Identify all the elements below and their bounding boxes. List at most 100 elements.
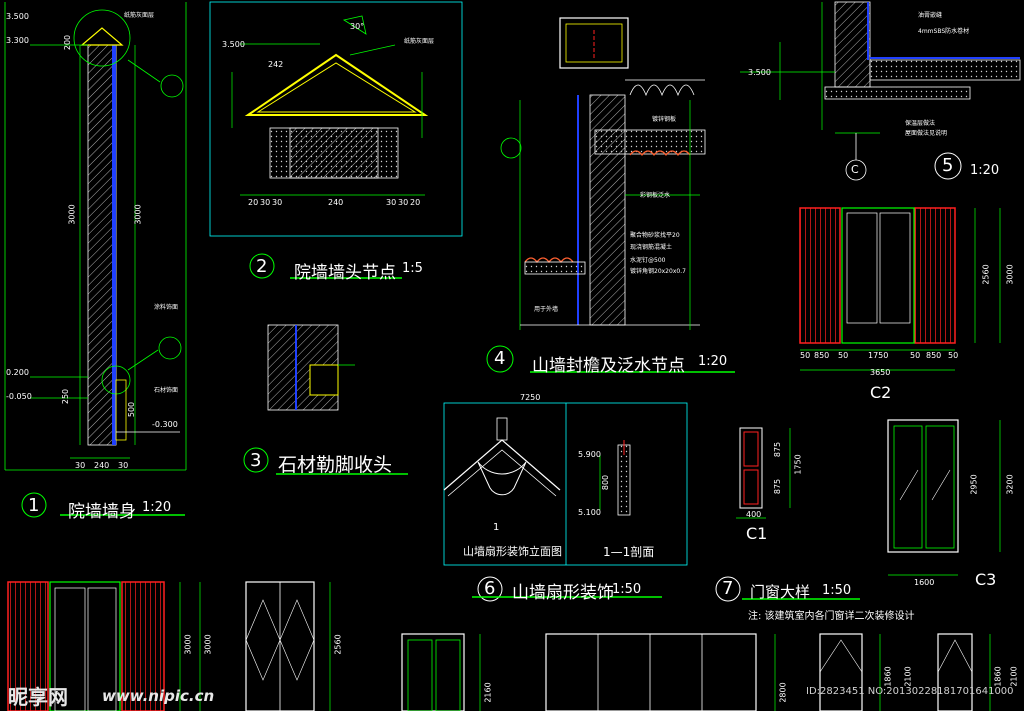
detail-7-scale: 1:50: [822, 583, 852, 598]
detail-1-number: 1: [28, 495, 40, 516]
dim-c2-height2: 2560: [981, 264, 991, 285]
detail-4-scale: 1:20: [698, 354, 728, 369]
detail-1-title: 院墙墙身: [68, 502, 136, 522]
dim-c1-width: 400: [746, 510, 762, 519]
watermark-id: ID:2823451 NO:20130228181701641000: [806, 686, 1014, 697]
annotation-10: 镀锌钢板: [652, 116, 677, 123]
dim-c2-p4: 50: [910, 351, 921, 360]
dim-30-right: 30: [118, 461, 129, 470]
detail-5-roof-flashing: [740, 1, 1021, 181]
bottom-doors: [7, 581, 991, 711]
detail-6-fan-decoration: [443, 402, 688, 602]
dim-roof-240: 240: [328, 198, 344, 207]
c1-label: C1: [746, 524, 768, 543]
dim-fan-height: 800: [601, 474, 611, 491]
detail-4-number: 4: [494, 348, 506, 369]
annotation-11: 水泥钉@500: [630, 257, 666, 264]
detail-2-number: 2: [256, 256, 268, 277]
dim-c2-width: 3650: [870, 368, 891, 377]
dim-c1-height: 1750: [793, 454, 803, 475]
window-c2: [799, 207, 1001, 371]
detail-7-marker: [715, 576, 860, 602]
dim-c2-p3: 1750: [868, 351, 889, 360]
dim-bottom-2560: 2560: [333, 634, 343, 655]
annotation-13: 聚合物砂浆找平20: [630, 232, 680, 239]
elev-3300: 3.300: [6, 36, 29, 45]
detail-2-title: 院墙墙头节点: [294, 263, 396, 283]
detail-7-title: 门窗大样: [750, 583, 811, 601]
detail-3-stone-plinth: [243, 324, 408, 475]
detail-4-gable-eave: [486, 17, 735, 373]
annotation-12: 镀锌角钢20x20x0.7: [630, 268, 686, 275]
dim-roof-20b: 20: [410, 198, 421, 207]
dim-c2-height: 3000: [1005, 264, 1015, 285]
detail-6-number: 6: [484, 578, 496, 599]
dim-242: 242: [268, 60, 284, 69]
dim-roof-20a: 20: [248, 198, 259, 207]
dim-bottom-2100-a: 2100: [903, 666, 913, 687]
annotation-15: 用于外墙: [534, 306, 559, 313]
elev-neg0050: -0.050: [6, 392, 32, 401]
dim-30-left: 30: [75, 461, 86, 470]
dim-bottom-3000-a: 3000: [183, 634, 193, 655]
annotation-9: 彩钢板泛水: [640, 192, 671, 199]
dim-c1-a: 875: [773, 441, 783, 458]
dim-c1-b: 875: [773, 478, 783, 495]
elev-5100: 5.100: [578, 508, 601, 517]
detail-2-scale: 1:5: [402, 261, 423, 276]
watermark-url: www.nipic.cn: [102, 687, 215, 705]
detail-1-scale: 1:20: [142, 500, 172, 515]
dim-fan-width: 7250: [520, 393, 541, 402]
detail-3-title: 石材勒脚收头: [278, 454, 393, 476]
detail-5-number: 5: [942, 155, 954, 176]
window-note: 注: 该建筑室内各门窗详二次装修设计: [748, 611, 915, 622]
elev-5900: 5.900: [578, 450, 601, 459]
dim-wall-3000-b: 3000: [133, 204, 143, 225]
dim-30-degree: 30°: [350, 22, 365, 31]
fan-elevation-title: 山墙扇形装饰立面图: [463, 545, 562, 558]
annotation-7: 保温层做法: [905, 120, 936, 127]
dim-c3-height: 3200: [1005, 474, 1015, 495]
dim-bottom-3000-b: 3000: [203, 634, 213, 655]
annotation-5: 油膏嵌缝: [918, 12, 943, 19]
c2-label: C2: [870, 383, 892, 402]
dim-bottom-2800: 2800: [778, 682, 788, 703]
dim-240: 240: [94, 461, 110, 470]
annotation-1: 纸筋灰面层: [124, 12, 155, 19]
dim-bottom-1860-b: 1860: [993, 666, 1003, 687]
detail-5-scale: 1:20: [970, 163, 1000, 178]
annotation-2: 涂料饰面: [154, 304, 179, 311]
dim-c2-p0: 50: [800, 351, 811, 360]
dim-250: 250: [61, 388, 71, 405]
dim-roof-30c: 30: [386, 198, 397, 207]
dim-200: 200: [63, 34, 73, 51]
dim-bottom-1860-a: 1860: [883, 666, 893, 687]
elev-0200: 0.200: [6, 368, 29, 377]
elev-roof-3500: 3.500: [222, 40, 245, 49]
annotation-4: 纸筋灰面层: [404, 38, 435, 45]
window-c3: [887, 419, 1001, 576]
detail-4-title: 山墙封檐及泛水节点: [532, 356, 685, 376]
detail-7-number: 7: [722, 578, 734, 599]
fan-cut-number: 1: [493, 522, 500, 533]
dim-c2-p2: 50: [838, 351, 849, 360]
dim-c2-p6: 50: [948, 351, 959, 360]
watermark-brand: 昵享网: [8, 685, 68, 709]
elev-flash-3500: 3.500: [748, 68, 771, 77]
section-c-marker: C: [851, 163, 859, 176]
window-c1: [736, 427, 791, 519]
dim-c2-p1: 850: [814, 351, 830, 360]
detail-6-title: 山墙扇形装饰: [512, 583, 614, 603]
c3-label: C3: [975, 570, 997, 589]
detail-1-wall-section: [4, 2, 187, 518]
dim-bottom-2100-b: 2100: [1009, 666, 1019, 687]
detail-3-number: 3: [250, 450, 262, 471]
dim-c2-p5: 850: [926, 351, 942, 360]
dim-c3-height2: 2950: [969, 474, 979, 495]
fan-section-title: 1—1剖面: [603, 545, 655, 559]
dim-bottom-2160: 2160: [483, 682, 493, 703]
dim-roof-30b: 30: [272, 198, 283, 207]
dim-500: 500: [127, 401, 137, 418]
